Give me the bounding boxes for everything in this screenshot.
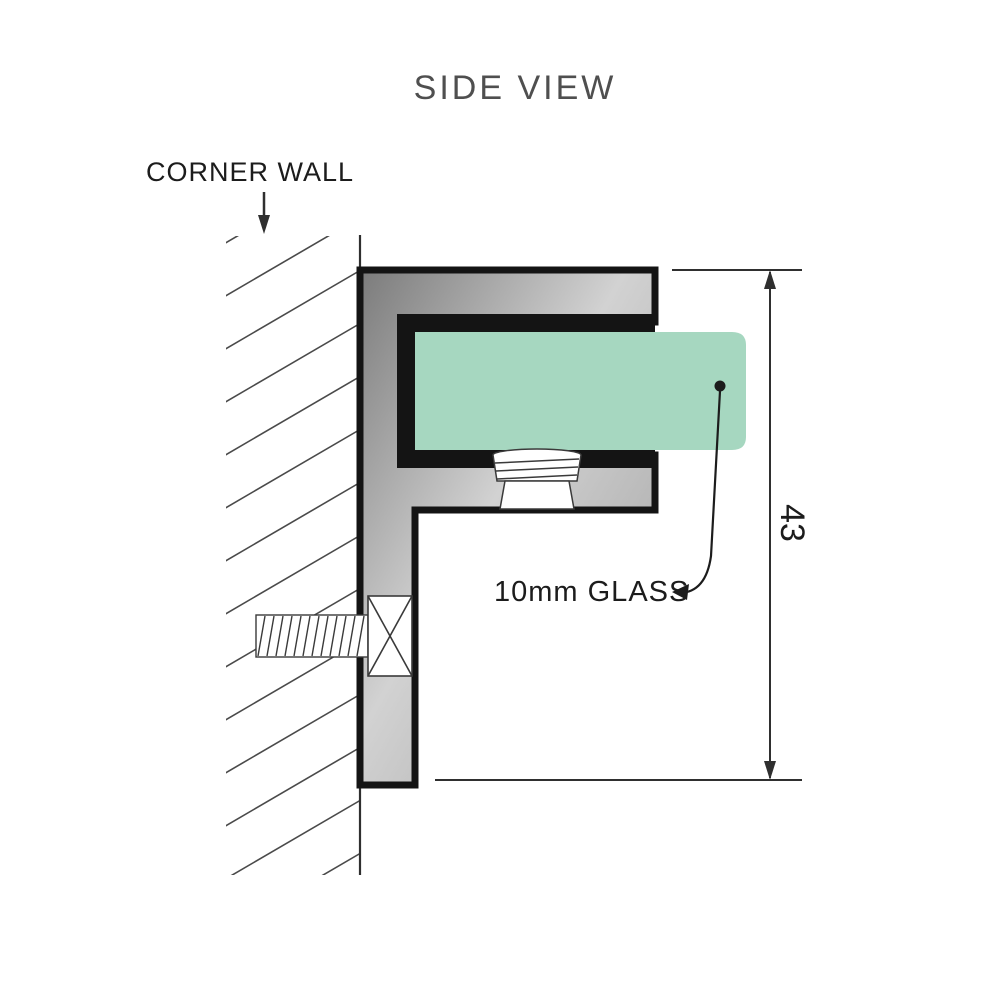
glass-panel xyxy=(415,332,746,450)
wall-hatching xyxy=(226,236,360,875)
diagram-title: SIDE VIEW xyxy=(414,69,617,107)
dimension-label: 43 xyxy=(773,504,811,542)
dim-arrow-top-icon xyxy=(764,270,776,289)
corner-wall-label: CORNER WALL xyxy=(146,157,354,187)
grub-screw xyxy=(492,448,582,510)
glass-leader-arrow-icon xyxy=(672,584,689,600)
wall-screw-thread xyxy=(255,614,369,658)
corner-wall-arrow-icon xyxy=(258,192,270,234)
wall-screw-head xyxy=(367,595,413,677)
dim-arrow-bottom-icon xyxy=(764,761,776,780)
glass-note-label: 10mm GLASS xyxy=(494,576,689,608)
glass-leader-dot xyxy=(714,380,726,392)
